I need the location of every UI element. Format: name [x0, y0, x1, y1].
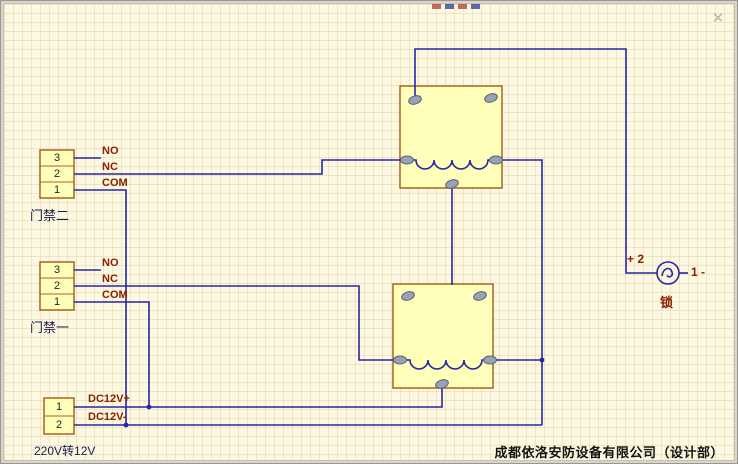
psu-pin-1: 1 [55, 401, 63, 413]
access1-net-com: COM [102, 289, 128, 301]
relay-bottom-pad-tr [473, 291, 487, 301]
relay-bottom-pad-tl [401, 291, 415, 301]
access2-net-com: COM [102, 177, 128, 189]
access2-pin-2: 2 [53, 168, 61, 180]
lock-positive-label: + 2 [627, 252, 645, 266]
psu-name: 220V转12V [34, 444, 96, 458]
psu-net-dc12v-plus: DC12V+ [88, 393, 130, 405]
access2-pin-1: 1 [53, 184, 61, 196]
wire-relay-top-to-lock [414, 48, 657, 274]
schematic-canvas: 3 2 1 NO NC COM 门禁二 3 2 1 NO NC COM 门禁一 … [3, 3, 735, 461]
access2-name: 门禁二 [30, 208, 70, 223]
clipped-title-marks [432, 4, 480, 10]
psu-pin-2: 2 [55, 419, 63, 431]
relay-top-pad-tl [408, 95, 422, 105]
access1-pin-2: 2 [53, 280, 61, 292]
relay-top-pad-bottom [445, 179, 459, 189]
relay-top-pad-coil-right [489, 155, 503, 165]
access1-net-no: NO [102, 257, 119, 269]
company-caption: 成都依洛安防设备有限公司（设计部） [494, 445, 724, 460]
wire-access1-nc-to-relay-bottom-coil [74, 285, 400, 361]
wiring-layer [39, 48, 688, 435]
junction-dot [146, 404, 152, 410]
psu-net-dc12v-minus: DC12V- [88, 411, 127, 423]
access2-pin-3: 3 [53, 152, 61, 164]
relay-bottom-pad-coil-right [483, 355, 497, 365]
relay-bottom-pad-coil-left [393, 355, 407, 365]
junction-dot [123, 422, 129, 428]
connector-access2-body [39, 149, 75, 199]
relay-bottom-pad-bottom [435, 379, 449, 389]
relay-top-pad-coil-left [400, 155, 414, 165]
access1-net-nc: NC [102, 273, 118, 285]
lock-symbol-curl [661, 267, 674, 278]
lock-name: 锁 [660, 295, 674, 310]
access2-net-no: NO [102, 145, 119, 157]
lock-negative-label: 1 - [691, 265, 706, 279]
wire-access2-nc-to-relay-top-coil [74, 159, 407, 175]
wire-relay-top-coil-return [496, 159, 543, 425]
access1-pin-3: 3 [53, 264, 61, 276]
access1-name: 门禁一 [30, 320, 70, 335]
wire-access2-com [74, 189, 127, 425]
access1-pin-1: 1 [53, 296, 61, 308]
wire-dc12v-plus [74, 385, 443, 408]
wire-access1-com [74, 301, 150, 407]
close-icon[interactable]: ✕ [711, 10, 725, 27]
lock-symbol [656, 261, 680, 285]
access2-net-nc: NC [102, 161, 118, 173]
relay-bottom-body [392, 283, 494, 389]
relay-top-pad-tr [484, 93, 498, 103]
relay-top-coil [407, 159, 496, 170]
junction-dot [539, 357, 545, 363]
relay-bottom-coil [400, 359, 490, 370]
